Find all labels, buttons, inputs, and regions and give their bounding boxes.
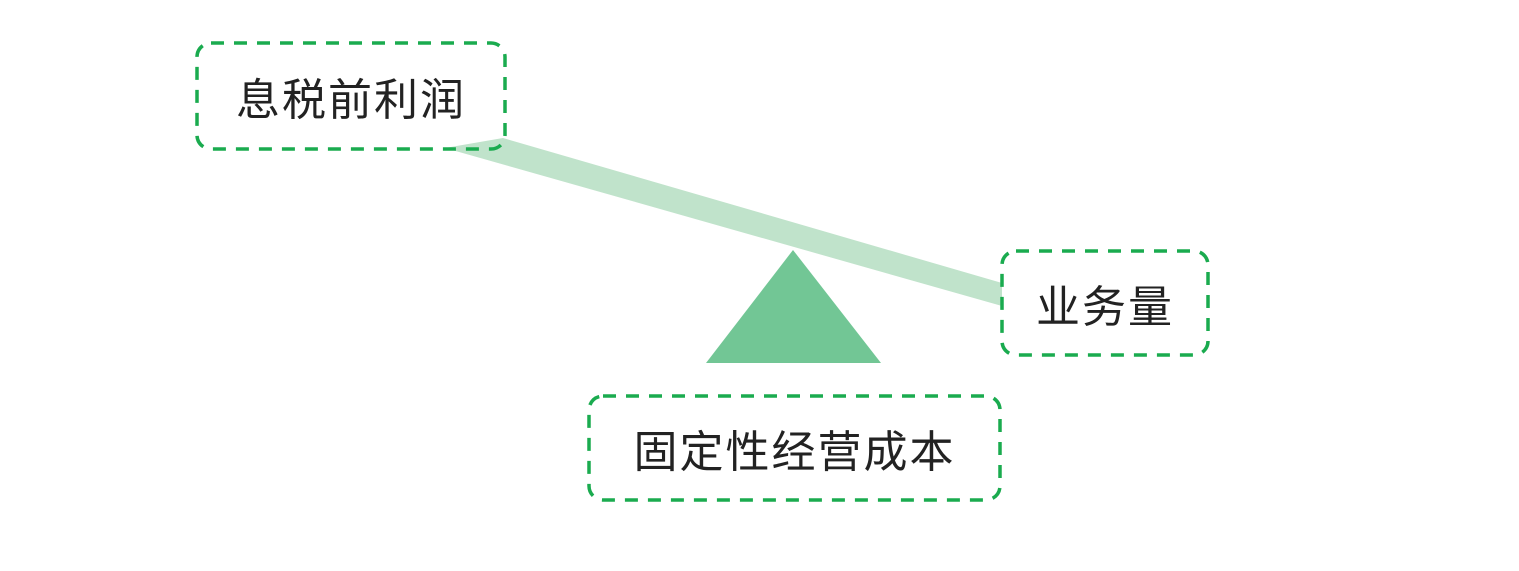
volume-box-border: [1000, 249, 1210, 357]
seesaw-beam: [445, 138, 1002, 306]
fixed-cost-box-border: [587, 394, 1002, 502]
fixed-operating-cost-label-text: 固定性经营成本: [633, 427, 956, 478]
business-volume-label-text: 业务量: [1036, 282, 1174, 333]
fixed-operating-cost-label: 固定性经营成本: [589, 396, 1000, 500]
fulcrum-triangle: [706, 250, 881, 363]
ebit-label: 息税前利润: [197, 43, 505, 149]
business-volume-label: 业务量: [1002, 251, 1208, 355]
ebit-box-border: [195, 41, 507, 151]
ebit-label-text: 息税前利润: [236, 75, 466, 126]
